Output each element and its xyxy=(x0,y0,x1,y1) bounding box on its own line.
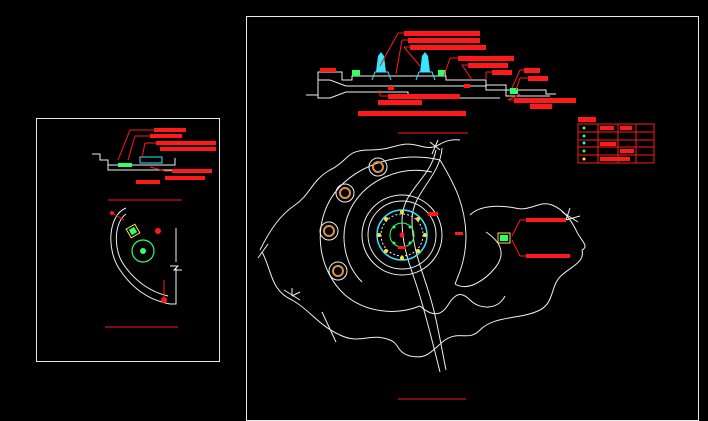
tree-planters xyxy=(319,157,388,281)
main-section-detail xyxy=(306,31,576,134)
left-fountain-ring xyxy=(131,239,155,263)
main-sheet xyxy=(246,16,699,421)
left-sheet-frame xyxy=(36,118,220,362)
left-section-detail xyxy=(92,128,216,201)
left-sheet xyxy=(36,118,220,362)
main-plan-detail xyxy=(257,139,586,400)
central-fountain xyxy=(361,194,463,276)
main-sheet-frame xyxy=(246,16,699,421)
legend-table xyxy=(577,117,655,164)
east-feature xyxy=(497,218,570,258)
left-plan-detail xyxy=(105,207,182,328)
